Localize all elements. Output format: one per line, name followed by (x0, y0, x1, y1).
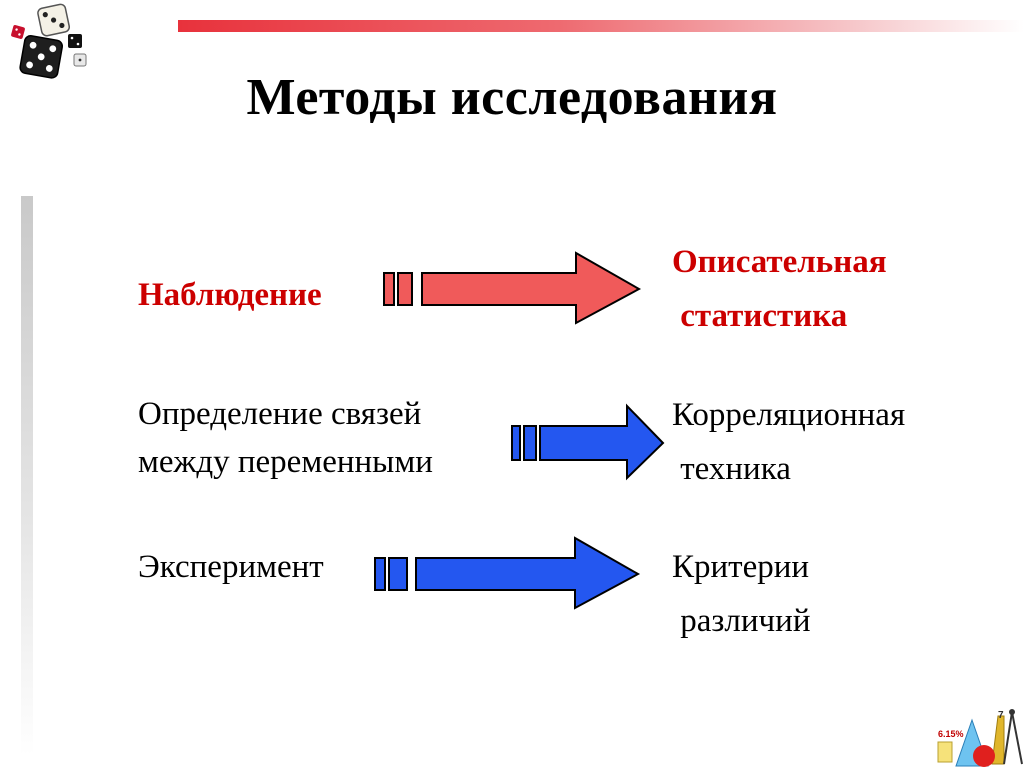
result-line-1: Описательная (672, 244, 887, 280)
method-line-2: между переменными (138, 444, 433, 480)
top-decorative-rule (178, 20, 1024, 32)
result-line-1: Критерии (672, 549, 810, 585)
arrow-experiment-icon (374, 536, 641, 610)
result-line-1: Корреляционная (672, 397, 906, 433)
dice-icon (11, 3, 87, 79)
method-line-1: Определение связей (138, 396, 422, 432)
arrow-observation-icon (383, 251, 642, 325)
method-experiment: Эксперимент (138, 549, 324, 585)
left-decorative-rule (21, 196, 33, 756)
result-line-2: статистика (672, 298, 848, 334)
result-difference-criteria: Критерии различий (672, 540, 810, 648)
result-correlation-technique: Корреляционная техника (672, 388, 905, 496)
method-observation: Наблюдение (138, 277, 322, 313)
corner-percent-label: 6.15% (938, 729, 964, 739)
arrow-relationships-icon (511, 403, 665, 481)
result-line-2: различий (672, 603, 811, 639)
method-relationships: Определение связей между переменными (138, 387, 433, 489)
result-descriptive-statistics: Описательная статистика (672, 235, 887, 343)
slide-title: Методы исследования (246, 69, 778, 126)
result-line-2: техника (672, 451, 791, 487)
corner-number-label: 7 (998, 710, 1004, 721)
geometry-shapes-icon: 6.15% 7 (934, 706, 1024, 767)
